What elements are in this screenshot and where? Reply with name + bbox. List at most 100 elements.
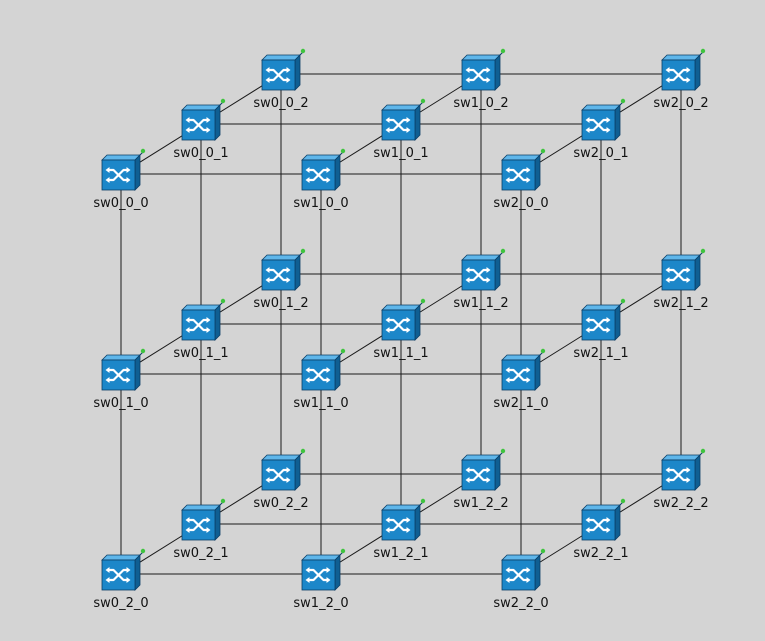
switch-icon xyxy=(661,54,701,91)
status-dot-icon xyxy=(138,148,146,157)
status-dot-icon xyxy=(298,448,306,457)
switch-node-sw1_1_0[interactable]: sw1_1_0 xyxy=(293,348,349,411)
switch-label: sw2_1_1 xyxy=(573,346,628,361)
switch-node-sw0_0_2[interactable]: sw0_0_2 xyxy=(253,48,309,111)
switch-node-sw1_1_1[interactable]: sw1_1_1 xyxy=(373,298,429,361)
switch-node-sw0_2_0[interactable]: sw0_2_0 xyxy=(93,548,149,611)
status-dot-icon xyxy=(538,148,546,157)
switch-node-sw2_1_1[interactable]: sw2_1_1 xyxy=(573,298,629,361)
switch-icon xyxy=(501,354,541,391)
switch-node-sw1_2_2[interactable]: sw1_2_2 xyxy=(453,448,509,511)
status-dot-icon xyxy=(498,48,506,57)
switch-icon xyxy=(381,304,421,341)
switch-icon xyxy=(461,254,501,291)
status-dot-icon xyxy=(418,98,426,107)
status-dot-icon xyxy=(338,348,346,357)
switch-node-sw1_2_1[interactable]: sw1_2_1 xyxy=(373,498,429,561)
switch-icon xyxy=(101,354,141,391)
switch-icon xyxy=(581,104,621,141)
switch-label: sw0_2_0 xyxy=(93,596,148,611)
switch-icon xyxy=(301,554,341,591)
switch-node-sw2_1_0[interactable]: sw2_1_0 xyxy=(493,348,549,411)
switch-node-sw2_2_2[interactable]: sw2_2_2 xyxy=(653,448,709,511)
switch-icon xyxy=(181,304,221,341)
switch-icon xyxy=(181,104,221,141)
switch-node-sw2_0_1[interactable]: sw2_0_1 xyxy=(573,98,629,161)
switch-label: sw2_1_2 xyxy=(653,296,708,311)
switch-icon xyxy=(581,504,621,541)
status-dot-icon xyxy=(338,148,346,157)
status-dot-icon xyxy=(618,498,626,507)
switch-label: sw1_1_1 xyxy=(373,346,428,361)
switch-icon xyxy=(301,354,341,391)
status-dot-icon xyxy=(298,248,306,257)
status-dot-icon xyxy=(298,48,306,57)
status-dot-icon xyxy=(418,498,426,507)
switch-label: sw2_0_0 xyxy=(493,196,548,211)
status-dot-icon xyxy=(218,298,226,307)
switch-node-sw1_0_0[interactable]: sw1_0_0 xyxy=(293,148,349,211)
switch-icon xyxy=(261,254,301,291)
status-dot-icon xyxy=(418,298,426,307)
switch-label: sw2_2_1 xyxy=(573,546,628,561)
switch-icon xyxy=(461,454,501,491)
switch-label: sw0_2_2 xyxy=(253,496,308,511)
status-dot-icon xyxy=(338,548,346,557)
switch-icon xyxy=(181,504,221,541)
switch-icon xyxy=(461,54,501,91)
switch-label: sw1_1_2 xyxy=(453,296,508,311)
switch-label: sw2_2_2 xyxy=(653,496,708,511)
status-dot-icon xyxy=(218,98,226,107)
switch-label: sw0_2_1 xyxy=(173,546,228,561)
switch-label: sw0_1_1 xyxy=(173,346,228,361)
switch-node-sw0_1_0[interactable]: sw0_1_0 xyxy=(93,348,149,411)
switch-icon xyxy=(501,554,541,591)
status-dot-icon xyxy=(698,248,706,257)
status-dot-icon xyxy=(538,348,546,357)
switch-node-sw1_0_2[interactable]: sw1_0_2 xyxy=(453,48,509,111)
switch-label: sw0_0_2 xyxy=(253,96,308,111)
switch-label: sw2_2_0 xyxy=(493,596,548,611)
switch-node-sw0_0_1[interactable]: sw0_0_1 xyxy=(173,98,229,161)
switch-label: sw1_2_2 xyxy=(453,496,508,511)
switch-node-sw2_0_0[interactable]: sw2_0_0 xyxy=(493,148,549,211)
switch-node-sw0_1_2[interactable]: sw0_1_2 xyxy=(253,248,309,311)
switch-icon xyxy=(101,154,141,191)
switch-node-sw1_1_2[interactable]: sw1_1_2 xyxy=(453,248,509,311)
switch-icon xyxy=(301,154,341,191)
switch-label: sw1_2_0 xyxy=(293,596,348,611)
status-dot-icon xyxy=(698,48,706,57)
switch-label: sw1_0_0 xyxy=(293,196,348,211)
switch-node-sw1_2_0[interactable]: sw1_2_0 xyxy=(293,548,349,611)
switch-node-sw2_2_0[interactable]: sw2_2_0 xyxy=(493,548,549,611)
switch-icon xyxy=(501,154,541,191)
switch-icon xyxy=(661,254,701,291)
switch-node-sw2_0_2[interactable]: sw2_0_2 xyxy=(653,48,709,111)
switch-icon xyxy=(381,104,421,141)
status-dot-icon xyxy=(538,548,546,557)
switch-label: sw1_1_0 xyxy=(293,396,348,411)
switch-icon xyxy=(261,454,301,491)
switch-icon xyxy=(661,454,701,491)
switch-label: sw0_1_0 xyxy=(93,396,148,411)
switch-icon xyxy=(381,504,421,541)
switch-node-sw2_2_1[interactable]: sw2_2_1 xyxy=(573,498,629,561)
switch-node-sw2_1_2[interactable]: sw2_1_2 xyxy=(653,248,709,311)
switch-node-sw1_0_1[interactable]: sw1_0_1 xyxy=(373,98,429,161)
nodes-layer: sw0_0_2 sw1_0_2 sw2_0_2 sw0_1_2 sw1_1_2 sw2_1… xyxy=(93,48,709,611)
status-dot-icon xyxy=(218,498,226,507)
switch-node-sw0_2_2[interactable]: sw0_2_2 xyxy=(253,448,309,511)
switch-label: sw1_0_2 xyxy=(453,96,508,111)
switch-node-sw0_0_0[interactable]: sw0_0_0 xyxy=(93,148,149,211)
switch-label: sw2_0_1 xyxy=(573,146,628,161)
switch-node-sw0_2_1[interactable]: sw0_2_1 xyxy=(173,498,229,561)
switch-label: sw1_0_1 xyxy=(373,146,428,161)
switch-label: sw1_2_1 xyxy=(373,546,428,561)
switch-label: sw2_1_0 xyxy=(493,396,548,411)
switch-label: sw2_0_2 xyxy=(653,96,708,111)
switch-node-sw0_1_1[interactable]: sw0_1_1 xyxy=(173,298,229,361)
status-dot-icon xyxy=(498,248,506,257)
status-dot-icon xyxy=(618,98,626,107)
switch-icon xyxy=(101,554,141,591)
